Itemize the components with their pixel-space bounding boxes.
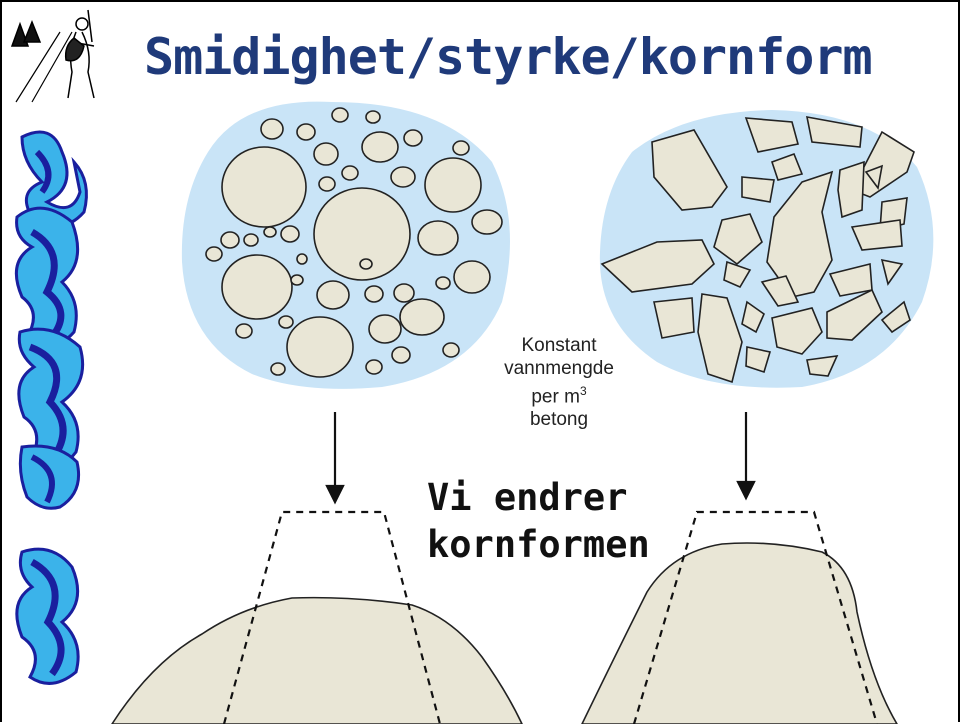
hiker-icon bbox=[8, 10, 100, 104]
note-superscript: 3 bbox=[580, 384, 587, 398]
change-grain-shape-label: Vi endrer kornformen bbox=[427, 474, 650, 568]
note-line: per m3 bbox=[484, 380, 634, 408]
arrow-left bbox=[327, 412, 343, 502]
note-unit: per m bbox=[531, 386, 580, 407]
slide-title: Smidighet/styrke/kornform bbox=[144, 28, 944, 86]
angular-aggregate bbox=[600, 110, 934, 388]
rounded-aggregate bbox=[182, 102, 510, 389]
label-line: Vi endrer bbox=[427, 474, 650, 521]
label-line: kornformen bbox=[427, 521, 650, 568]
note-line: betong bbox=[484, 408, 634, 431]
note-line: Konstant bbox=[484, 334, 634, 357]
wave-ornament bbox=[16, 132, 86, 683]
note-line: vannmengde bbox=[484, 357, 634, 380]
constant-water-note: Konstant vannmengde per m3 betong bbox=[484, 334, 634, 431]
arrow-right bbox=[738, 412, 754, 498]
